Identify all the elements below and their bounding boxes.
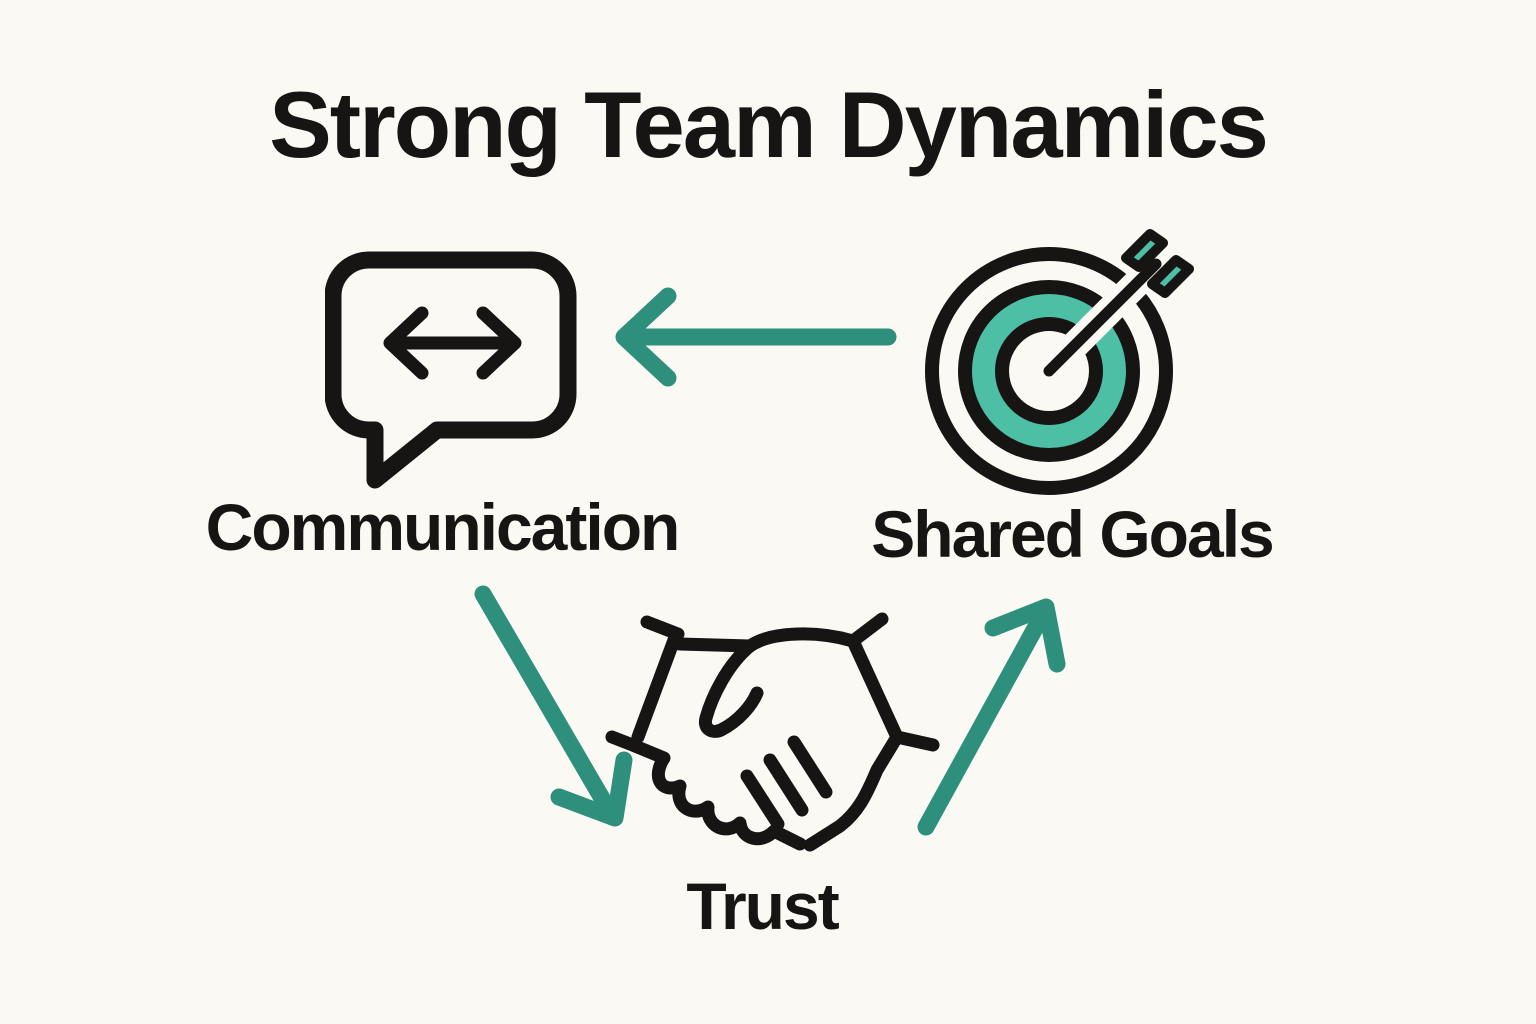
right-hand-bottom-edge xyxy=(803,730,904,852)
arrow-communication-to-trust xyxy=(474,585,633,827)
target-arrow-shaft xyxy=(1043,258,1162,377)
target-outer-ring xyxy=(925,247,1173,495)
node-label-communication: Communication xyxy=(205,490,681,564)
finger-line-1 xyxy=(787,735,833,799)
two-way-arrow-left-head xyxy=(383,306,429,380)
target-arrow-feather-upper xyxy=(1121,229,1168,272)
speech-bubble-icon xyxy=(325,251,577,489)
diagram-title: Strong Team Dynamics xyxy=(269,72,1269,177)
handshake-icon xyxy=(605,612,940,852)
finger-line-3 xyxy=(740,769,785,831)
handshake-linework xyxy=(605,612,940,852)
target-icon xyxy=(925,229,1194,495)
arrow-shared-goals-to-communication xyxy=(615,287,897,387)
thumb-outline xyxy=(698,639,764,738)
node-label-shared-goals: Shared Goals xyxy=(871,497,1274,571)
left-sleeve-stub-top xyxy=(640,615,685,641)
arrow-shaft xyxy=(474,585,612,809)
two-way-arrow-icon xyxy=(383,306,522,380)
arrow-shaft xyxy=(917,614,1047,836)
target-arrow-feather-lower xyxy=(1147,255,1194,298)
arrow-head xyxy=(615,287,677,387)
arrow-trust-to-shared-goals xyxy=(917,598,1066,836)
speech-bubble-outline xyxy=(325,251,577,489)
knuckles-outline xyxy=(628,739,807,851)
two-way-arrow-right-head xyxy=(476,306,522,380)
finger-line-2 xyxy=(763,753,809,817)
arrow-head xyxy=(550,751,633,827)
left-sleeve-cuff xyxy=(631,633,681,744)
node-label-trust: Trust xyxy=(686,869,839,943)
arrow-head xyxy=(984,598,1066,673)
right-sleeve-cuff xyxy=(846,634,904,744)
